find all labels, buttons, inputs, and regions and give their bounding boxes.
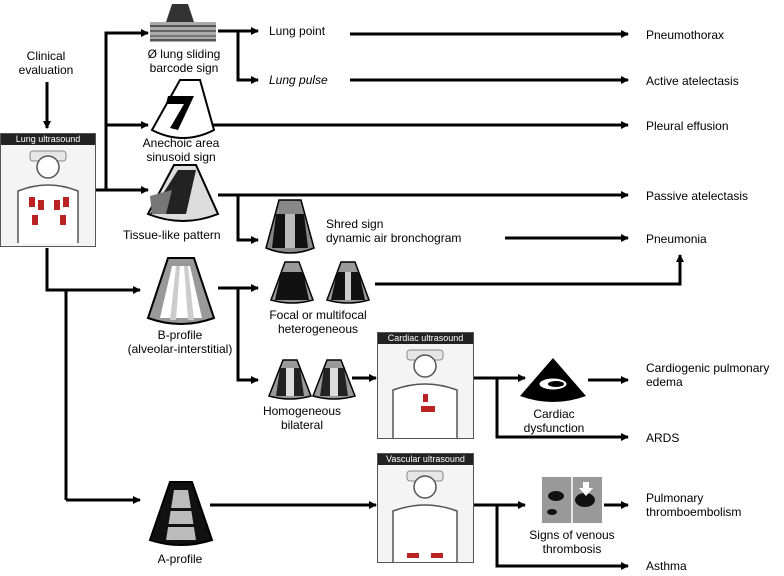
panel-title: Vascular ultrasound xyxy=(378,454,473,465)
anechoic-fan-image xyxy=(150,79,216,139)
panel-title: Cardiac ultrasound xyxy=(378,333,473,344)
vascular-ultrasound-panel: Vascular ultrasound xyxy=(377,453,474,563)
ards-label: ARDS xyxy=(646,431,680,445)
cardiac-ultrasound-panel: Cardiac ultrasound xyxy=(377,332,474,439)
cardiac-dysfunction-label: Cardiac dysfunction xyxy=(523,407,585,435)
pneumothorax-label: Pneumothorax xyxy=(646,28,725,42)
tissue-like-fan-image xyxy=(146,164,220,222)
barcode-sign-image xyxy=(150,4,216,42)
anechoic-label: Anechoic area sinusoid sign xyxy=(142,136,220,164)
venous-thrombosis-image xyxy=(542,477,602,523)
venous-thrombosis-label: Signs of venous thrombosis xyxy=(529,528,615,556)
cardiac-echo-image xyxy=(520,358,586,402)
b-profile-fan-image xyxy=(146,257,216,325)
homogeneous-label: Homogeneous bilateral xyxy=(262,404,342,432)
connector-lines xyxy=(43,27,684,570)
pneumonia-label: Pneumonia xyxy=(646,232,707,246)
shred-sign-label: Shred sign dynamic air bronchogram xyxy=(326,217,462,245)
pleural-effusion-label: Pleural effusion xyxy=(646,119,729,133)
a-profile-fan-image xyxy=(148,481,214,546)
clinical-evaluation-label: Clinical evaluation xyxy=(18,49,74,77)
cardiac-patient-figure xyxy=(392,349,458,438)
a-profile-label: A-profile xyxy=(157,552,203,566)
asthma-label: Asthma xyxy=(646,559,687,573)
lung-sliding-label: Ø lung sliding barcode sign xyxy=(147,47,221,75)
homogeneous-fan-images xyxy=(268,359,356,400)
pulmonary-thromboembolism-label: Pulmonary thromboembolism xyxy=(646,491,742,519)
focal-label: Focal or multifocal heterogeneous xyxy=(269,308,367,336)
vascular-patient-figure xyxy=(392,470,458,562)
lung-ultrasound-panel: Lung ultrasound xyxy=(0,133,96,247)
lung-point-label: Lung point xyxy=(269,24,326,38)
focal-fan-images xyxy=(270,261,370,304)
active-atelectasis-label: Active atelectasis xyxy=(646,74,739,88)
lung-patient-figure xyxy=(17,150,79,243)
b-profile-label: B-profile (alveolar-interstitial) xyxy=(127,328,233,356)
panel-title: Lung ultrasound xyxy=(1,134,95,145)
tissue-like-label: Tissue-like pattern xyxy=(123,228,221,242)
lung-pulse-label: Lung pulse xyxy=(269,73,328,87)
passive-atelectasis-label: Passive atelectasis xyxy=(646,189,749,203)
shred-sign-fan-image xyxy=(265,199,315,254)
cardiogenic-edema-label: Cardiogenic pulmonary edema xyxy=(646,361,770,389)
